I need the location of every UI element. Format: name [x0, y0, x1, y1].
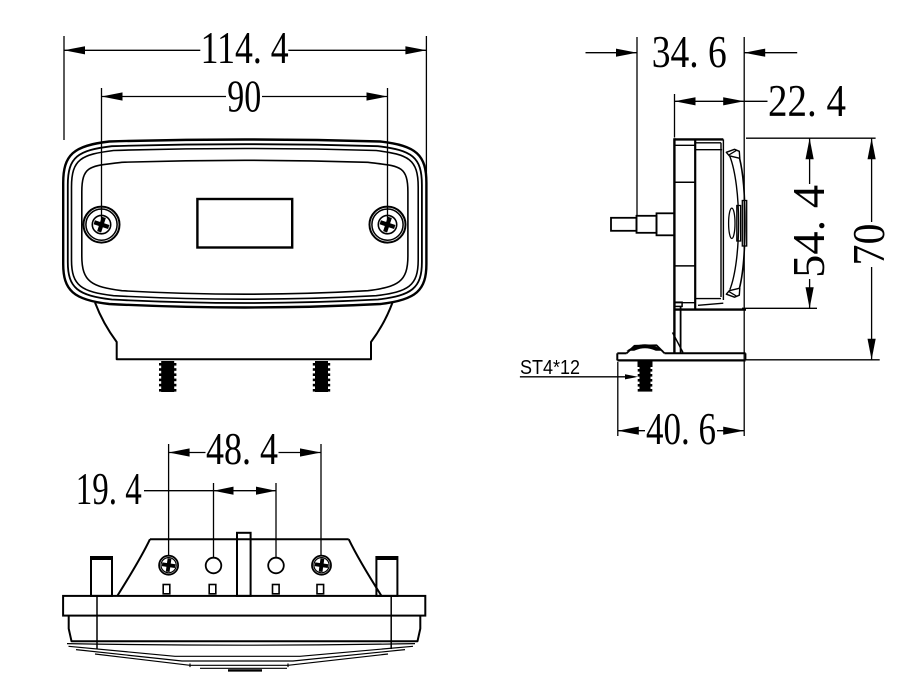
svg-text:19. 4: 19. 4	[76, 464, 142, 514]
svg-text:54. 4: 54. 4	[784, 185, 834, 278]
svg-text:40. 6: 40. 6	[646, 404, 716, 454]
svg-text:34. 6: 34. 6	[652, 27, 727, 77]
svg-text:70: 70	[844, 224, 894, 266]
svg-text:90: 90	[227, 72, 261, 122]
svg-text:22. 4: 22. 4	[768, 76, 846, 126]
svg-text:48. 4: 48. 4	[206, 424, 278, 474]
svg-text:ST4*12: ST4*12	[520, 357, 580, 379]
svg-text:114. 4: 114. 4	[201, 23, 289, 73]
